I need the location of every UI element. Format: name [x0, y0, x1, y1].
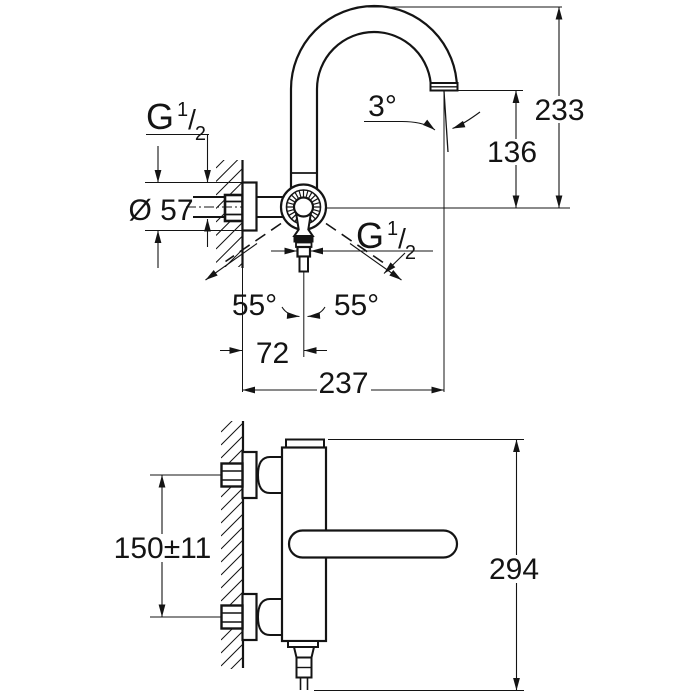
swivel-dashed-line-right: [325, 222, 390, 268]
body-top-cap: [285, 438, 325, 449]
spray-angle-line: [443, 90, 449, 153]
inlet-pipe: [256, 196, 284, 218]
swivel-arc-left: [281, 306, 300, 319]
swivel-arc-right: [307, 306, 326, 319]
dim-136-label: 136: [487, 136, 537, 169]
side-view: [220, 421, 459, 690]
swivel-leader-right: [349, 243, 402, 281]
spout-riser: [289, 89, 319, 189]
flange-diameter-label: Ø 57: [128, 194, 193, 227]
spout-inner-arc: [315, 30, 433, 90]
side-view-dimensions: 150±11 294: [114, 438, 540, 692]
outlet-tail-lines: [299, 677, 309, 690]
swivel-dashed-line-left: [225, 222, 282, 263]
dim-150-label: 150±11: [114, 532, 212, 565]
dim-233-text-bg: [535, 96, 584, 123]
dim-237-label: 237: [318, 367, 368, 400]
union-nut-top-facets: [221, 470, 243, 481]
lever-handle: [287, 529, 459, 559]
dim-237-text-bg: [317, 370, 371, 396]
wall-flange-top-union: [241, 450, 258, 500]
dim-150-text-bg: [116, 534, 210, 562]
spout-angle-label: 3°: [368, 90, 397, 123]
union-nut-top-side: [220, 462, 244, 488]
outlet-collar: [293, 236, 314, 243]
outlet-spigot: [298, 255, 309, 273]
union-bell-bottom: [256, 598, 284, 636]
spout-outer-arc: [289, 4, 459, 90]
union-nut-top-view: [223, 193, 244, 223]
swivel-leader-left: [205, 243, 258, 281]
union-bell-top: [256, 456, 284, 494]
top-view: [186, 4, 459, 392]
handle-knob-circle: [292, 196, 315, 218]
dim-294-label: 294: [489, 553, 539, 586]
outlet-thread-tube: [296, 245, 312, 258]
wall-hatch-side-view: [221, 421, 243, 669]
dim-294-text-bg: [489, 555, 540, 583]
dim-233-label: 233: [534, 94, 584, 127]
swivel-angle-right-label: 55°: [334, 289, 379, 322]
supply-nipple: [193, 196, 225, 218]
dim-136-text-bg: [488, 139, 536, 165]
wall-flange-top-view: [241, 181, 258, 232]
swivel-angle-left-label: 55°: [232, 289, 277, 322]
spout-angle-leader-right: [452, 111, 481, 130]
union-nut-bottom-side: [220, 604, 244, 630]
outlet-cone: [292, 646, 316, 659]
union-nut-bottom-facets: [221, 612, 243, 623]
hatch-strokes-side: [221, 421, 243, 669]
union-nut-facets: [225, 200, 243, 216]
dim-72-label: 72: [256, 337, 289, 370]
wall-flange-bottom-union: [241, 592, 258, 642]
spout-angle-leader-left: [364, 119, 436, 131]
